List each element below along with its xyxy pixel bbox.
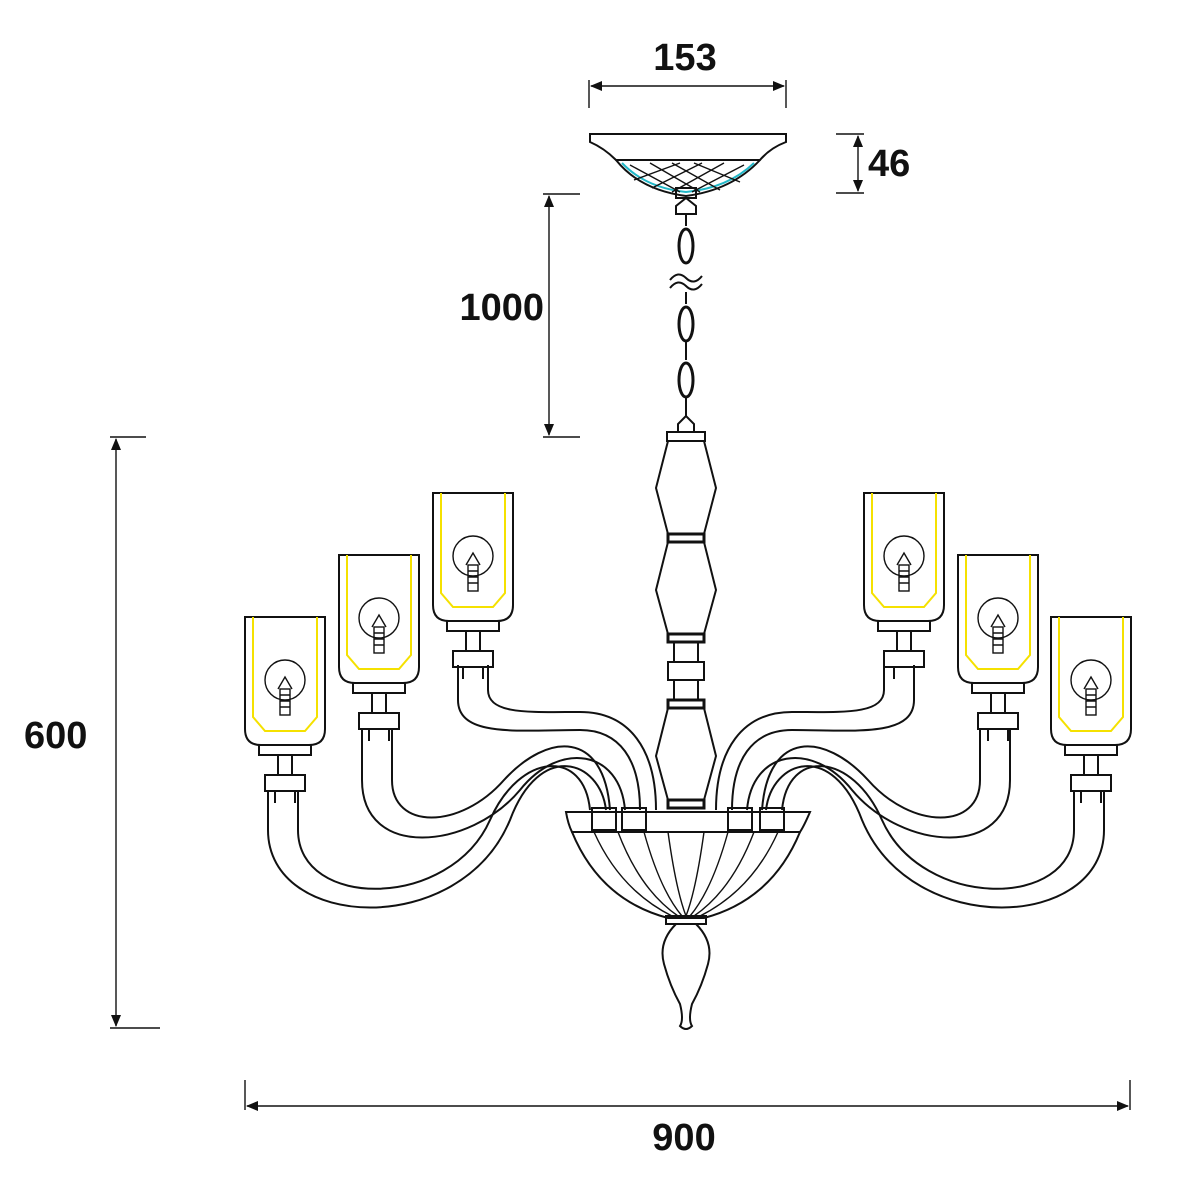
arm-left-middle (361, 728, 626, 839)
arm-right-outer (765, 765, 1105, 909)
lamp-shade-3 (432, 492, 514, 680)
overall-width-label: 900 (652, 1117, 715, 1159)
center-bowl (564, 807, 812, 925)
dimension-chain-length: 1000 (459, 193, 580, 438)
lamp-shade-2 (338, 554, 420, 742)
lamp-shade-4 (863, 492, 945, 680)
arm-right-middle (746, 728, 1011, 839)
ceiling-canopy (589, 133, 787, 199)
canopy-height-label: 46 (868, 143, 910, 185)
dimension-body-height: 600 (24, 436, 160, 1029)
central-stem (654, 431, 718, 810)
chain-length-label: 1000 (459, 287, 544, 329)
bottom-finial (661, 923, 711, 1030)
lamp-shade-6 (1050, 616, 1132, 804)
dimension-canopy-height: 46 (836, 133, 910, 194)
arm-left-outer (267, 765, 607, 909)
lamp-shade-5 (957, 554, 1039, 742)
lamp-shade-1 (244, 616, 326, 804)
canopy-width-label: 153 (653, 37, 716, 79)
body-height-label: 600 (24, 715, 87, 757)
dimension-canopy-width: 153 (588, 37, 787, 108)
arm-right-inner (715, 665, 915, 811)
arm-left-inner (457, 665, 657, 811)
suspension-chain (669, 196, 703, 433)
dimension-overall-width: 900 (244, 1080, 1131, 1159)
